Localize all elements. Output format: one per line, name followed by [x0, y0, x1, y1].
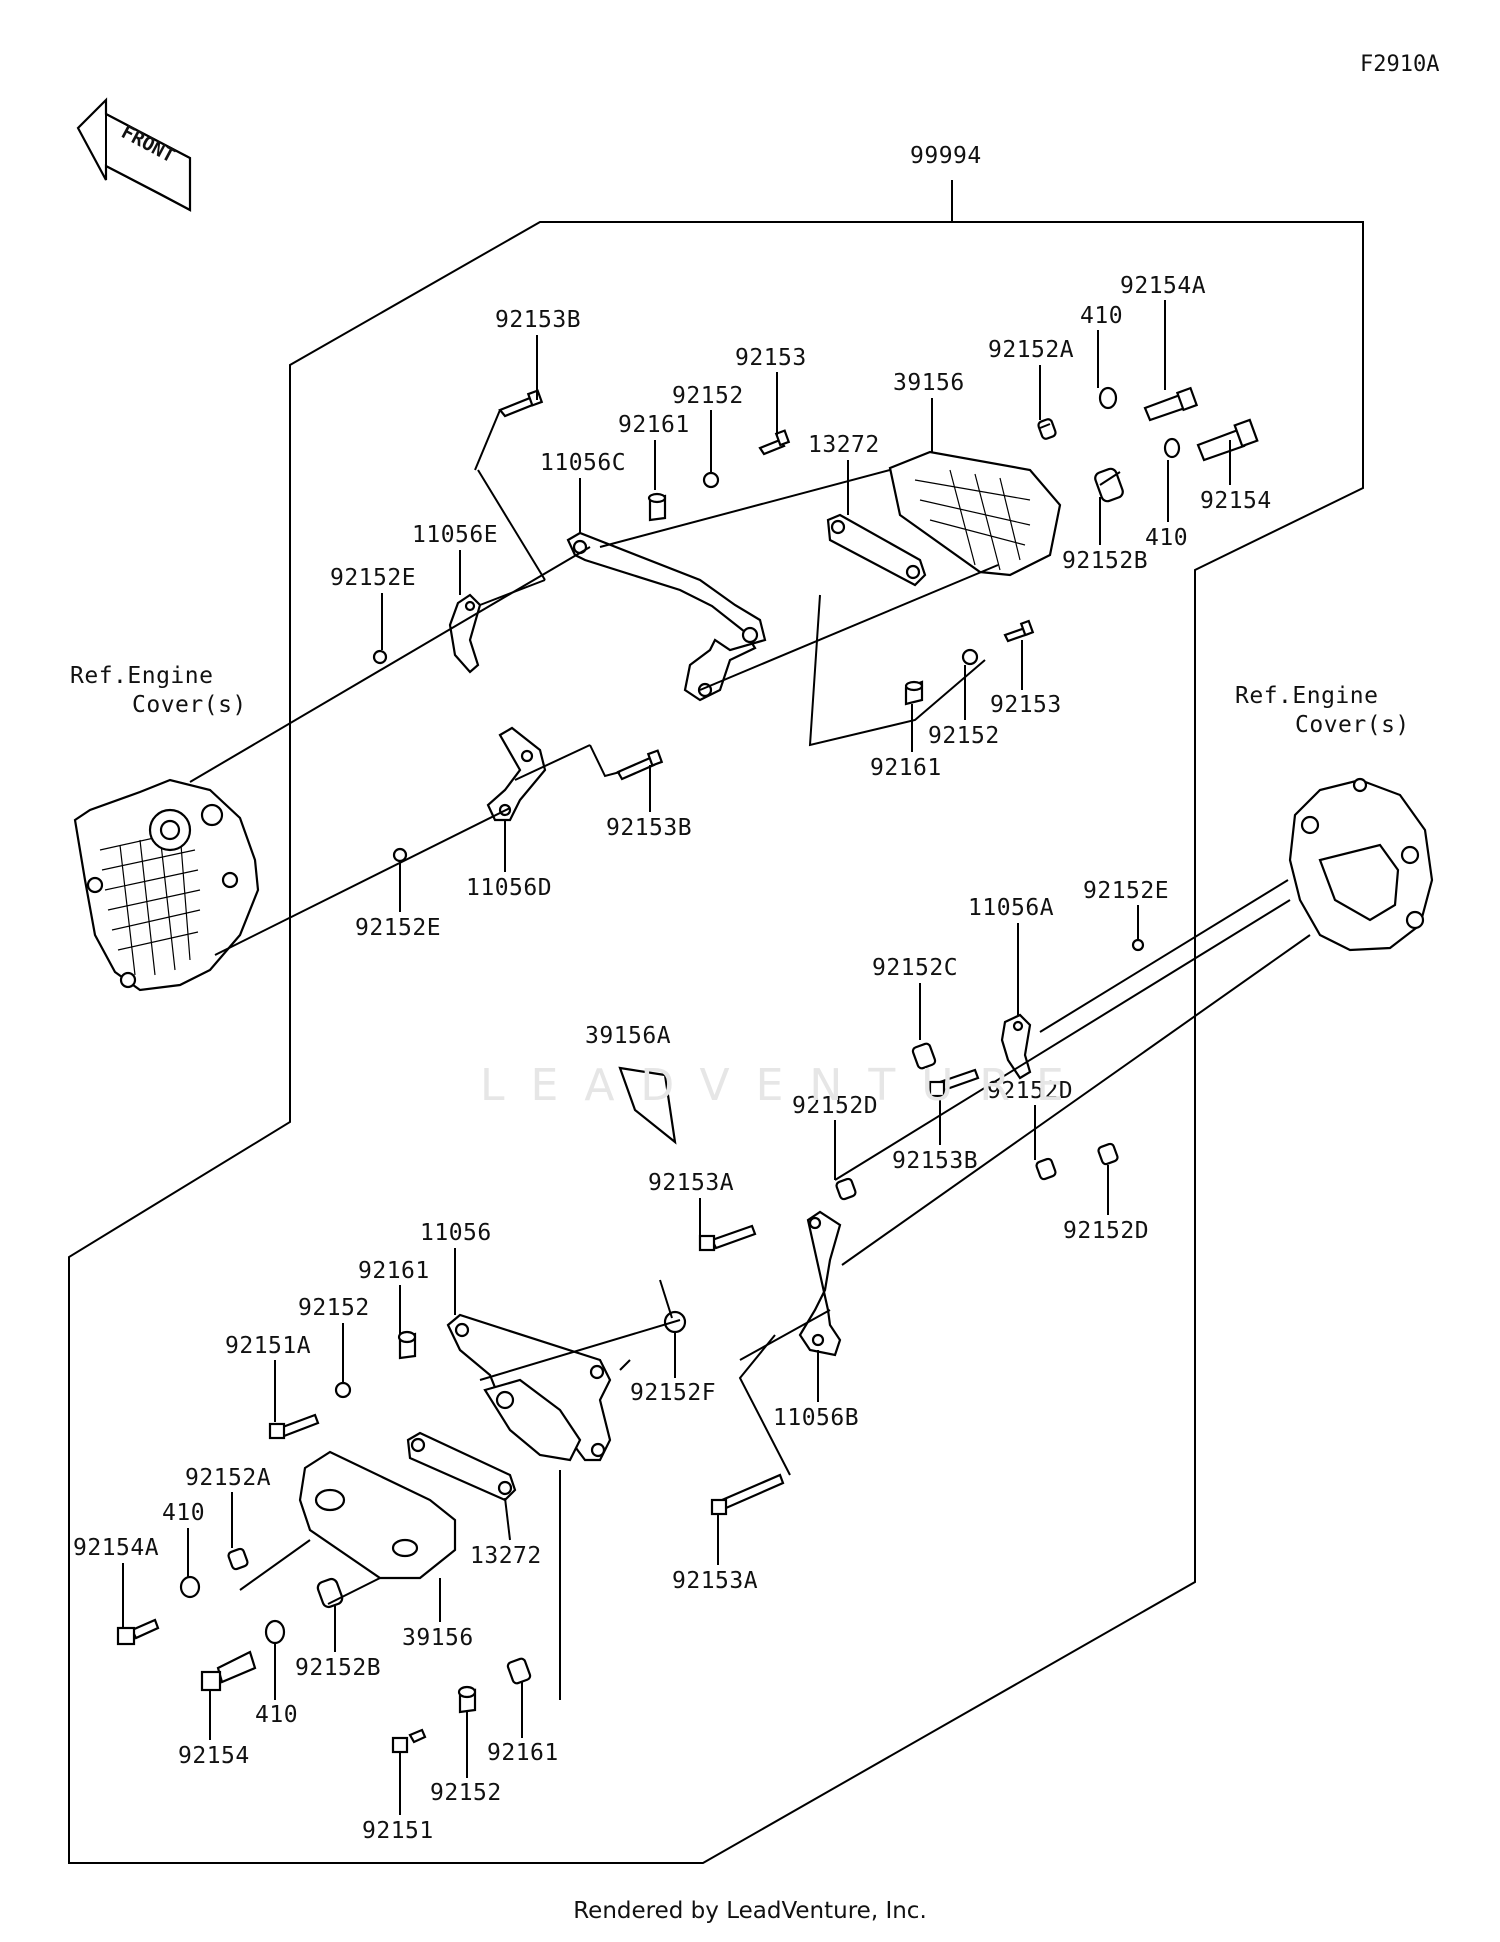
label-92152e: 92152E: [330, 565, 416, 591]
label-92152e: 92152E: [1083, 878, 1169, 904]
label-92152: 92152: [928, 723, 1000, 749]
label-92152: 92152: [672, 383, 744, 409]
label-92161: 92161: [487, 1740, 559, 1766]
label-11056b: 11056B: [773, 1405, 859, 1431]
label-39156: 39156: [893, 370, 965, 396]
label-92161: 92161: [870, 755, 942, 781]
bracket-11056d: [486, 726, 547, 822]
label-92152a: 92152A: [185, 1465, 271, 1491]
label-92152: 92152: [430, 1780, 502, 1806]
footer-credit: Rendered by LeadVenture, Inc.: [573, 1898, 927, 1924]
label-11056c: 11056C: [540, 450, 626, 476]
front-arrow-icon: FRONT: [76, 97, 192, 212]
bracket-11056e: [448, 593, 482, 674]
label-92152d: 92152D: [987, 1078, 1073, 1104]
label-92154a: 92154A: [1120, 273, 1206, 299]
label-92161: 92161: [618, 412, 690, 438]
label-410: 410: [255, 1702, 298, 1728]
plate-13272-low: [406, 1431, 517, 1502]
figure-code: F2910A: [1360, 52, 1440, 77]
label-410: 410: [1080, 303, 1123, 329]
label-92153a: 92153A: [648, 1170, 734, 1196]
label-92153b: 92153B: [495, 307, 581, 333]
label-11056e: 11056E: [412, 522, 498, 548]
label-92152c: 92152C: [872, 955, 958, 981]
label-92152e: 92152E: [355, 915, 441, 941]
label-92153b: 92153B: [606, 815, 692, 841]
label-leaders: [122, 300, 1231, 1815]
label-ref-engine-right: Ref.Engine: [1235, 683, 1378, 709]
label-92152f: 92152F: [630, 1380, 716, 1406]
label-92153: 92153: [735, 345, 807, 371]
label-39156: 39156: [402, 1625, 474, 1651]
part-labels: 99994 Ref.Engine Cover(s) Ref.Engine Cov…: [70, 143, 1410, 1844]
label-11056d: 11056D: [466, 875, 552, 901]
watermark: LEADVENTURE: [480, 1060, 1090, 1111]
leader-lines: [189, 409, 1311, 1700]
label-92161: 92161: [358, 1258, 430, 1284]
label-92154: 92154: [178, 1743, 250, 1769]
label-cover-right: Cover(s): [1295, 712, 1410, 738]
label-92153b: 92153B: [892, 1148, 978, 1174]
label-92154a: 92154A: [73, 1535, 159, 1561]
label-92151: 92151: [362, 1818, 434, 1844]
label-99994: 99994: [910, 143, 982, 169]
assembly-boundary: [68, 221, 1364, 1864]
label-cover-left: Cover(s): [132, 692, 247, 718]
slider-39156-low: [298, 1450, 457, 1580]
label-13272: 13272: [808, 432, 880, 458]
label-39156a: 39156A: [585, 1023, 671, 1049]
engine-cover-left: [73, 778, 260, 992]
label-92153: 92153: [990, 692, 1062, 718]
engine-cover-right: [1288, 777, 1434, 952]
bracket-11056a: [1000, 1013, 1032, 1080]
label-92152a: 92152A: [988, 337, 1074, 363]
sticker-39156a: [618, 1066, 677, 1145]
label-410: 410: [1145, 525, 1188, 551]
label-13272: 13272: [470, 1543, 542, 1569]
label-92153a: 92153A: [672, 1568, 758, 1594]
label-11056a: 11056A: [968, 895, 1054, 921]
bracket-11056: [446, 1313, 612, 1462]
label-92152d: 92152D: [1063, 1218, 1149, 1244]
label-92151a: 92151A: [225, 1333, 311, 1359]
label-92152b: 92152B: [1062, 548, 1148, 574]
label-ref-engine-left: Ref.Engine: [70, 663, 213, 689]
bracket-11056b: [798, 1210, 842, 1357]
slider-39156-top: [888, 450, 1062, 577]
plate-13272-top: [826, 513, 927, 587]
label-92152: 92152: [298, 1295, 370, 1321]
label-92152b: 92152B: [295, 1655, 381, 1681]
label-410: 410: [162, 1500, 205, 1526]
label-92152d: 92152D: [792, 1093, 878, 1119]
label-92154: 92154: [1200, 488, 1272, 514]
label-11056: 11056: [420, 1220, 492, 1246]
